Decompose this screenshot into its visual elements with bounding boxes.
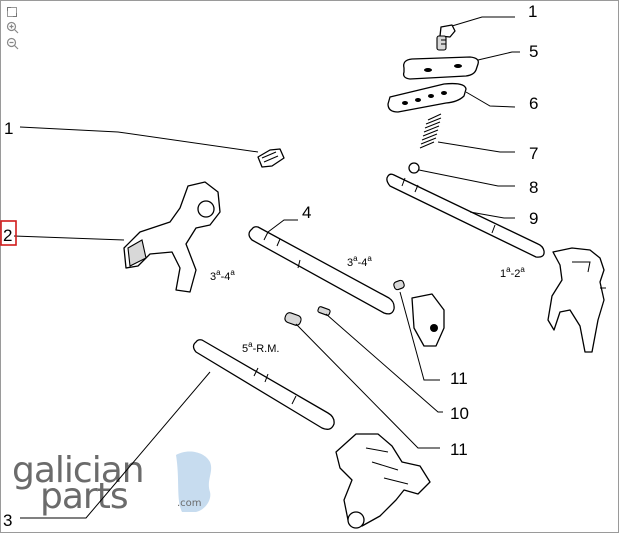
- callout-5: 5: [529, 42, 538, 61]
- watermark-line2: parts: [40, 476, 128, 517]
- part-screw-top: [436, 24, 456, 51]
- label-fork-3-4: 3a-4a: [210, 268, 235, 283]
- part-plate-5: [402, 56, 479, 80]
- callout-11-b: 11: [450, 440, 468, 459]
- part-rod-3: [192, 339, 335, 430]
- part-interlock-block: [411, 293, 445, 347]
- part-rod-9: [386, 173, 545, 258]
- fit-icon[interactable]: [4, 4, 20, 19]
- label-rod-5-rm: 5a-R.M.: [242, 340, 279, 355]
- callout-11-a: 11: [450, 369, 468, 388]
- callout-9: 9: [529, 209, 538, 228]
- callout-2: 2: [3, 226, 12, 245]
- watermark-logo: galician parts .com: [12, 450, 212, 517]
- watermark-line1: galician: [12, 450, 144, 491]
- label-rod-3-4: 3a-4a: [347, 254, 372, 269]
- part-plate-6: [387, 82, 467, 113]
- callout-6: 6: [529, 94, 538, 113]
- callout-7: 7: [529, 144, 538, 163]
- watermark-suffix: .com: [177, 498, 202, 509]
- callout-4: 4: [302, 203, 311, 222]
- callout-1-top: 1: [528, 2, 537, 21]
- callout-3: 3: [3, 511, 12, 530]
- part-pin-11-upper: [393, 279, 405, 291]
- part-screw-left: [257, 148, 285, 168]
- part-rod-4: [248, 226, 395, 315]
- part-pin-10: [317, 306, 331, 316]
- zoom-toolbar: [4, 4, 22, 51]
- callout-8: 8: [529, 178, 538, 197]
- highlighted-callout-box: [0, 220, 17, 246]
- zoom-in-icon[interactable]: [4, 20, 20, 35]
- part-fork-right: [547, 247, 606, 353]
- part-pin-11-lower: [284, 312, 302, 326]
- part-fork-left: [123, 181, 221, 293]
- callout-1-left: 1: [4, 119, 13, 138]
- part-spring-7: [419, 113, 442, 149]
- callout-10: 10: [450, 404, 469, 423]
- part-fork-bottom: [335, 433, 431, 529]
- part-ball-8: [408, 162, 420, 174]
- label-rod-1-2: 1a-2a: [500, 265, 525, 280]
- zoom-out-icon[interactable]: [4, 36, 20, 51]
